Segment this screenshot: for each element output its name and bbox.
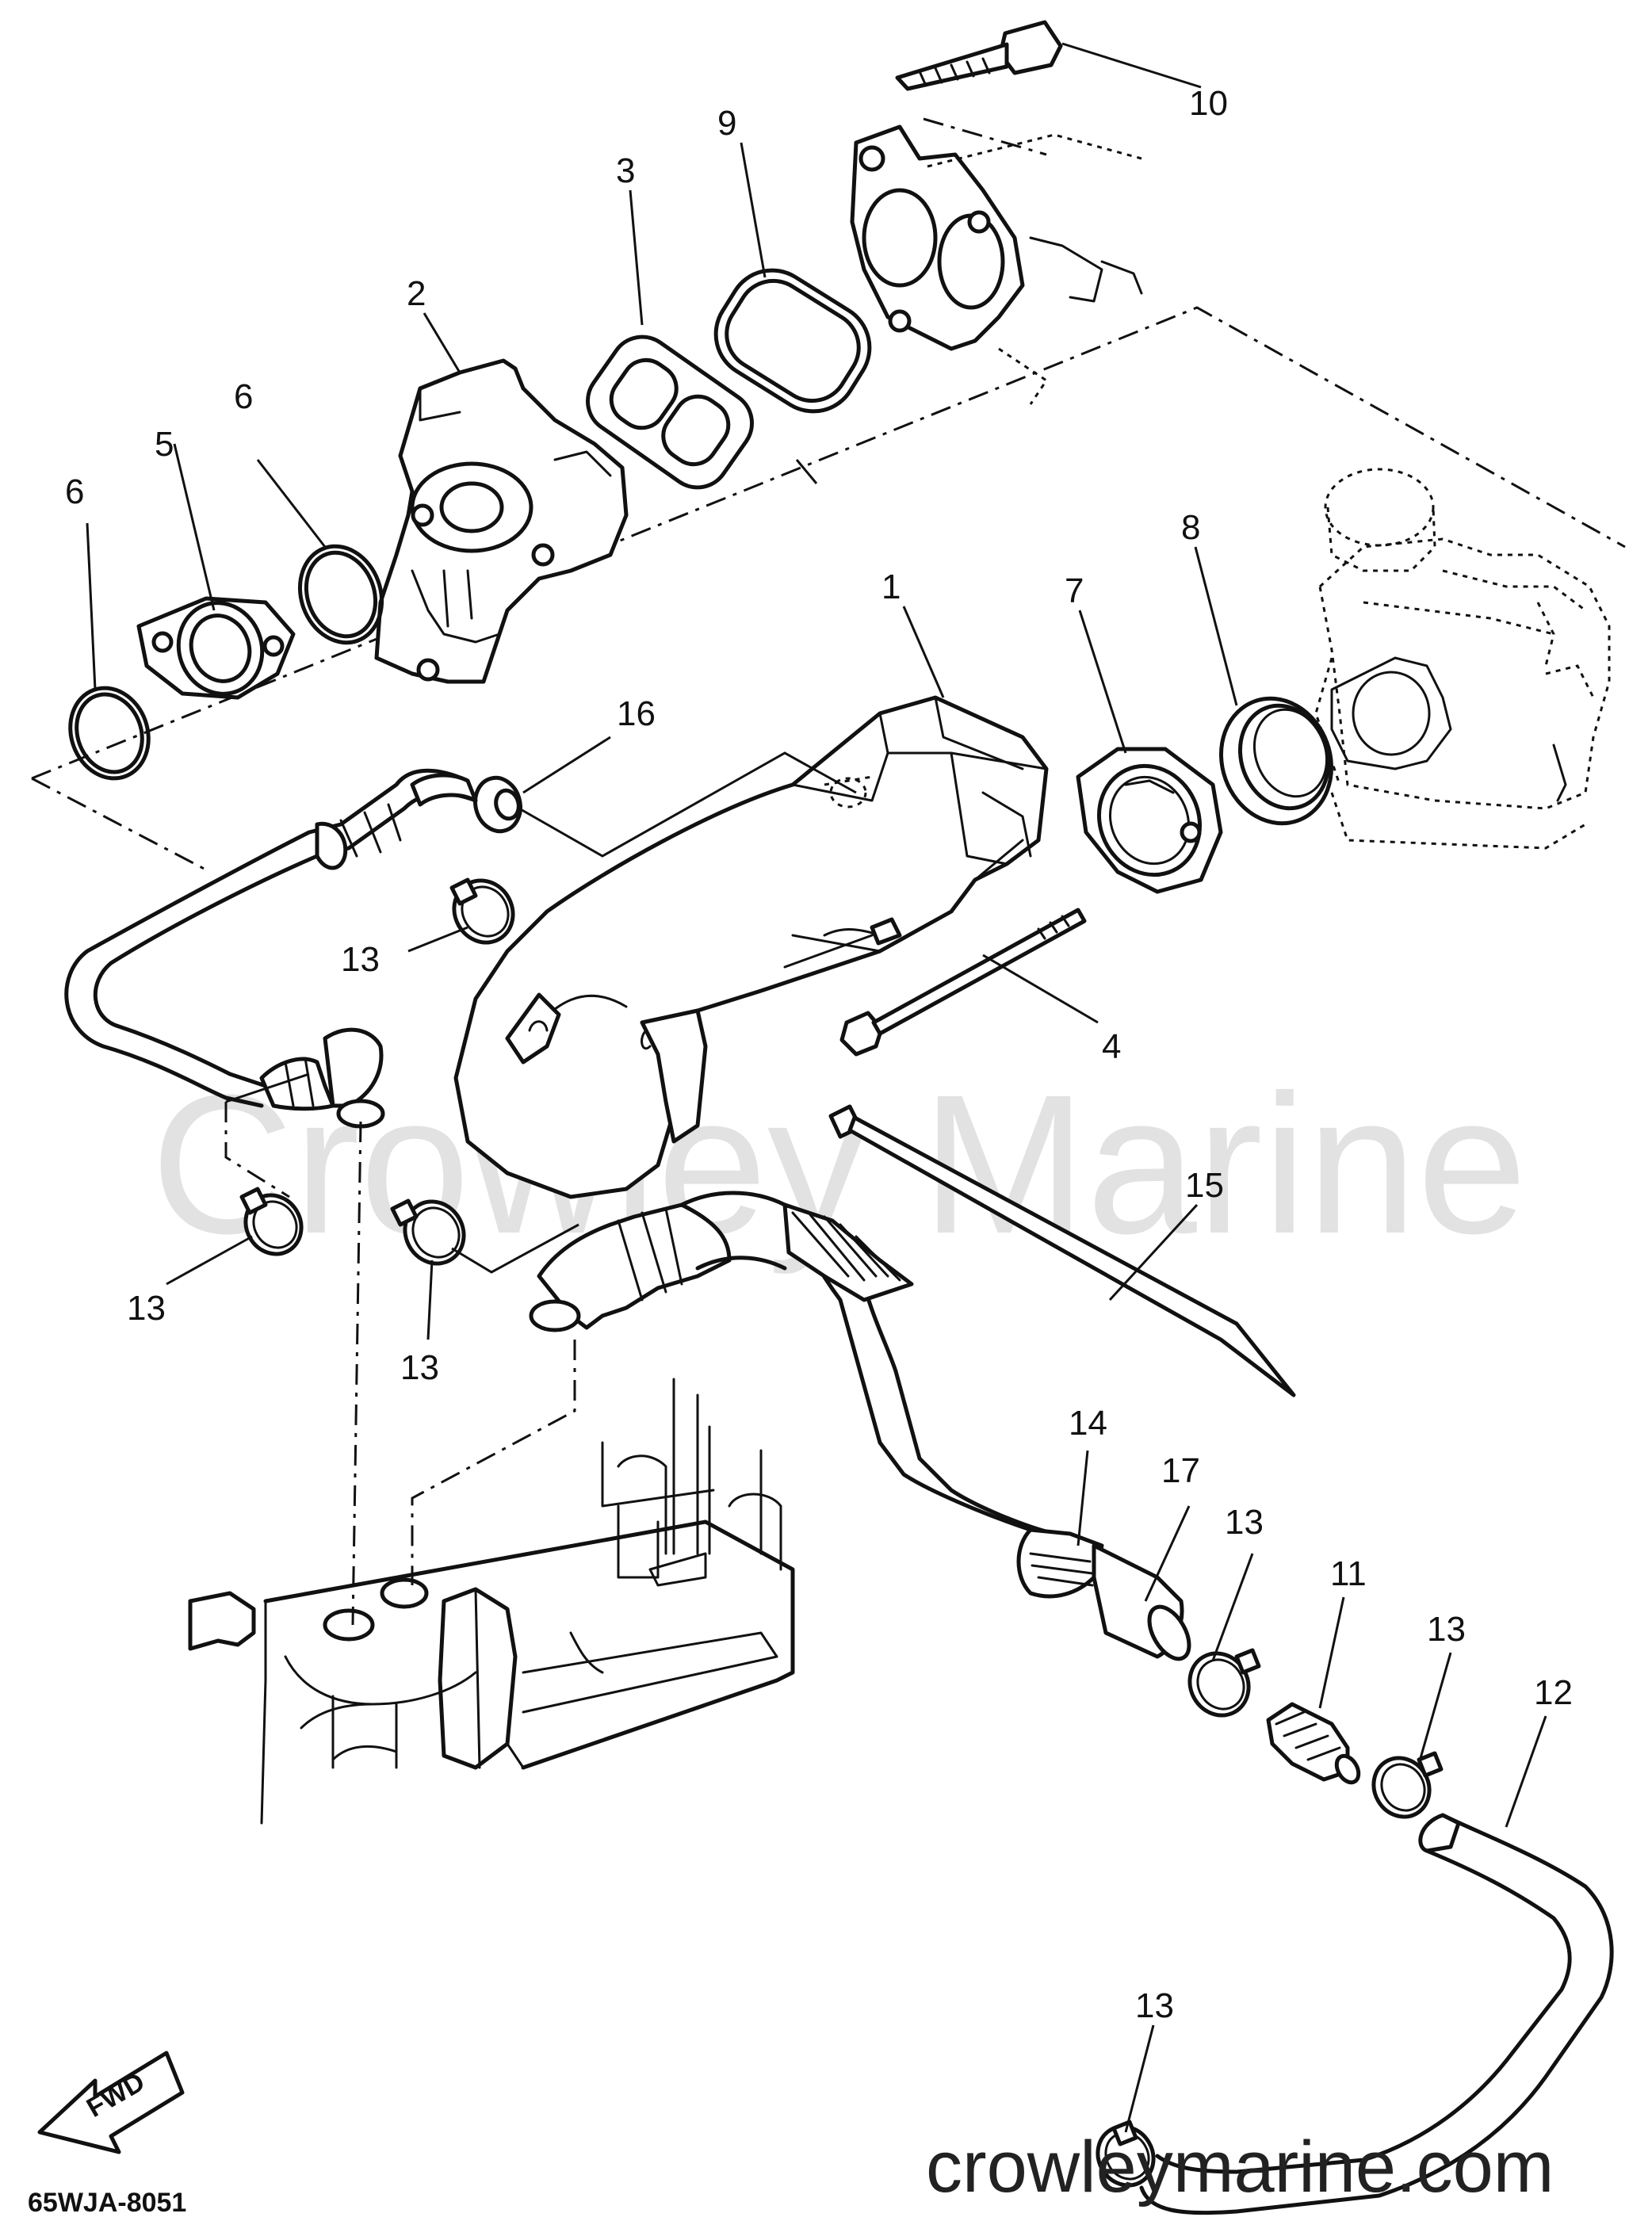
clamp-13-mid [390, 1198, 466, 1266]
callout-13-right-a: 13 [1225, 1503, 1264, 1542]
callout-12: 12 [1534, 1673, 1573, 1712]
carburetor [1314, 468, 1611, 850]
callout-4: 4 [1102, 1027, 1121, 1066]
clamp-13-left [239, 1187, 304, 1256]
callout-9: 9 [717, 104, 736, 143]
gasket-3 [586, 334, 754, 490]
callout-13-mid: 13 [400, 1348, 439, 1387]
hose-14 [782, 1202, 1191, 1661]
cable-tie-15 [828, 1104, 1296, 1397]
callout-6-lower: 6 [65, 472, 84, 511]
o-ring-6-upper-inner [304, 550, 378, 639]
o-ring-6-upper [297, 544, 384, 645]
clamp-13-bottom [1096, 2120, 1156, 2188]
callout-15: 15 [1185, 1166, 1224, 1205]
callout-6-upper: 6 [234, 377, 253, 416]
callout-13-right-b: 13 [1427, 1610, 1466, 1649]
breather-hose-upper [64, 768, 478, 1129]
callout-7: 7 [1065, 571, 1084, 610]
callout-13-left: 13 [127, 1289, 166, 1328]
clamp-13-right-a [1187, 1648, 1261, 1718]
gasket-9 [713, 268, 872, 414]
o-ring-6-lower [68, 686, 151, 781]
callout-2: 2 [407, 274, 426, 313]
callout-17: 17 [1161, 1451, 1200, 1490]
callout-1: 1 [881, 568, 901, 606]
watermark-url: crowleymarine.com [926, 2127, 1554, 2208]
silencer-1 [453, 695, 1049, 1199]
intake-flange [850, 124, 1143, 405]
bolt-10 [895, 20, 1063, 91]
engine-block [188, 1378, 795, 1825]
adapter-5 [136, 596, 296, 700]
callout-8: 8 [1181, 508, 1200, 547]
breather-hose-lower [529, 1191, 803, 1332]
callout-11: 11 [1330, 1554, 1367, 1593]
callouts: 1 2 3 4 5 6 6 7 8 9 10 11 12 13 13 13 13… [65, 84, 1573, 2025]
callout-14: 14 [1069, 1404, 1107, 1443]
gasket-7 [1076, 747, 1223, 894]
bolt-4 [839, 908, 1087, 1057]
ring-seal-8 [1218, 696, 1334, 826]
clamp-13-top [449, 877, 515, 945]
clamp-13-right-b [1371, 1751, 1444, 1819]
diagram-code: 65WJA-8051 [28, 2188, 186, 2218]
callout-10: 10 [1189, 84, 1228, 123]
callout-13-bottom: 13 [1135, 1986, 1174, 2025]
callout-3: 3 [616, 151, 635, 190]
assembly-guides [224, 1072, 579, 1626]
callout-13-top: 13 [341, 940, 380, 979]
o-ring-6-lower-inner [75, 692, 144, 774]
callout-5: 5 [155, 425, 174, 464]
fitting-11 [1266, 1702, 1361, 1785]
grommet-16 [473, 751, 857, 858]
leader-lines [86, 42, 1547, 2133]
hose-12 [1139, 1813, 1614, 2215]
fwd-arrow-icon: FWD [37, 2051, 185, 2154]
callout-16: 16 [617, 694, 656, 733]
manifold-2 [374, 358, 629, 684]
